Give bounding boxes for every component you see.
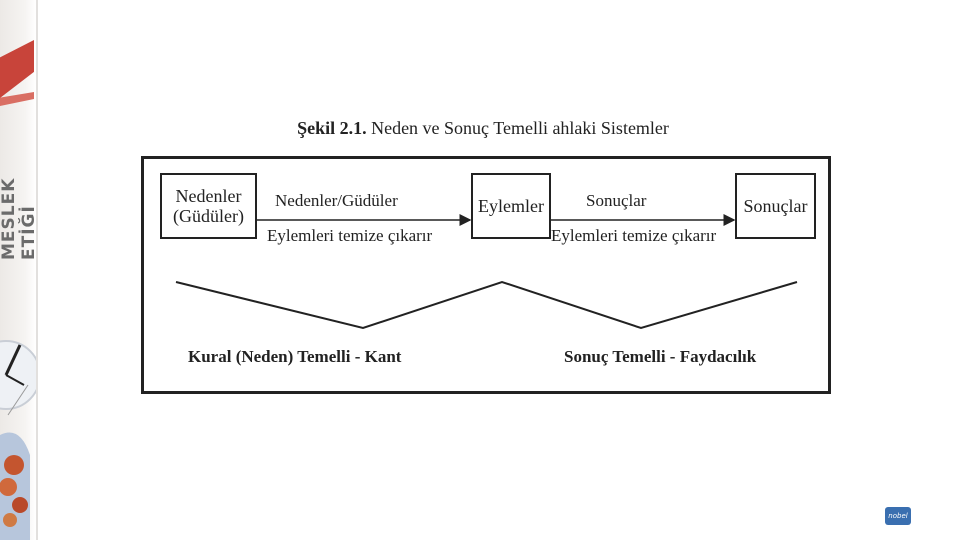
results-label: Sonuçlar <box>744 196 808 216</box>
red-banner-accent <box>0 92 34 106</box>
zigzag-line <box>176 282 797 328</box>
arrow-left-top-label: Nedenler/Güdüler <box>275 191 398 211</box>
publisher-logo: nobel <box>885 507 911 525</box>
sidebar-border <box>36 0 38 540</box>
clock-illustration <box>0 315 36 540</box>
arrow-left-bottom-label: Eylemleri temize çıkarır <box>267 226 432 246</box>
theory-left-label: Kural (Neden) Temelli - Kant <box>188 347 401 367</box>
figure-caption: Şekil 2.1. Neden ve Sonuç Temelli ahlaki… <box>0 118 960 139</box>
actions-label: Eylemler <box>478 196 544 216</box>
results-box: Sonuçlar <box>735 173 816 239</box>
sidebar-title: MESLEK ETİĞİ <box>4 130 34 260</box>
arrow-right-top-label: Sonuçlar <box>586 191 646 211</box>
figure-caption-text: Neden ve Sonuç Temelli ahlaki Sistemler <box>367 118 669 138</box>
red-banner-shape <box>0 40 34 98</box>
sidebar-decoration: MESLEK ETİĞİ <box>0 0 36 540</box>
theory-right-label: Sonuç Temelli - Faydacılık <box>564 347 756 367</box>
causes-label-line2: (Güdüler) <box>173 206 244 226</box>
figure-number: Şekil 2.1. <box>297 118 367 138</box>
diagram-frame: Nedenler (Güdüler) Eylemler Sonuçlar Ned… <box>141 156 831 394</box>
causes-box: Nedenler (Güdüler) <box>160 173 257 239</box>
actions-box: Eylemler <box>471 173 551 239</box>
causes-label-line1: Nedenler <box>176 186 242 206</box>
arrow-right-bottom-label: Eylemleri temize çıkarır <box>551 226 716 246</box>
publisher-logo-text: nobel <box>888 512 907 520</box>
